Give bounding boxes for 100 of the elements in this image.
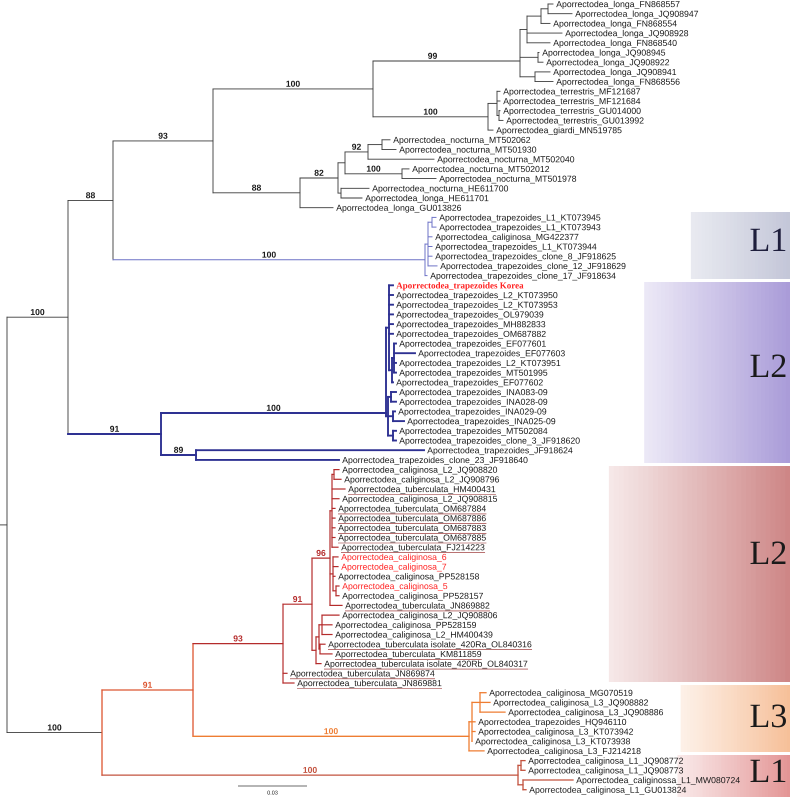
- taxon-label: Aporrectodea_trapezoides Korea: [396, 282, 524, 290]
- taxon-label: Aporrectodea_tuberculata_JN869874: [290, 670, 436, 680]
- taxon-label: Aporrectodea_trapezoides_INA083-09: [399, 388, 548, 397]
- taxon-label: Aporrectodea_longa_FN868556: [556, 78, 680, 86]
- bootstrap-value: 93: [158, 132, 168, 139]
- taxon-label: Aporrectodea_trapezoides_L2_KT073950: [396, 292, 558, 300]
- bootstrap-value: 100: [324, 728, 338, 734]
- taxon-label: Aporrectodea_trapezoides_clone_3_JF918620: [399, 437, 580, 446]
- taxon-label: Aporrectodea_longa_JQ908928: [565, 30, 688, 38]
- taxon-label: Aporrectodea_trapezoides_L1_KT073945: [439, 214, 600, 222]
- taxon-label: Aporrectodea_longa_JQ908922: [546, 59, 670, 68]
- bootstrap-value: 100: [48, 724, 62, 730]
- taxon-label: Aporrectodea_tuberculata_JN869882: [344, 602, 490, 612]
- taxon-label: Aporrectodea_trapezoides_EF077603: [418, 350, 565, 358]
- taxon-label: Aporrectodea_caliginosa_PP528157: [342, 592, 483, 601]
- taxon-label: Aporrectodea_caliginosa_L2_HM400439: [335, 631, 492, 640]
- taxon-label: Aporrectodea_caliginosa_L1_JQ908773: [528, 767, 684, 776]
- taxon-label: Aporrectodea_trapezoides_L1_KT073944: [435, 243, 596, 252]
- bootstrap-value: 91: [293, 596, 302, 602]
- taxon-label: Aporrectodea_trapezoides_MT502084: [399, 428, 548, 436]
- taxon-label: Aporrectodea_trapezoides_MH882833: [396, 320, 546, 329]
- taxon-label: Aporrectodea_caliginosa_L2_JQ908806: [342, 612, 498, 620]
- taxon-label: Aporrectodea_tuberculata_JN869881: [296, 680, 442, 689]
- bootstrap-value: 88: [86, 192, 96, 198]
- taxon-label: Aporrectodea_nocturna_HE611700: [372, 185, 508, 194]
- taxon-label: Aporrectodea_longa_JQ908945: [542, 49, 666, 58]
- bootstrap-value: 93: [234, 635, 242, 642]
- taxon-label: Aporrectodea_terrestris_MF121684: [503, 98, 640, 106]
- taxon-label: Aporrectodea_trapezoides_INA029-09: [398, 408, 546, 416]
- taxon-label: Aporrectodea_tuberculata isolate_420Ra_OL840316: [328, 641, 532, 650]
- clade-label: L1: [750, 228, 786, 251]
- taxon-label: Aporrectodea_nocturna_MT502012: [412, 166, 550, 174]
- taxon-label: Aporrectodea_caliginosa_6: [341, 554, 446, 562]
- taxon-label: Aporrectodea_caliginosa_L2_JQ908820: [342, 466, 498, 474]
- taxon-label: Aporrectodea_caliginosa_L2_JQ908815: [342, 496, 498, 504]
- taxon-label: Aporrectodea_trapezoides_OL979039: [396, 311, 544, 320]
- bootstrap-value: 99: [428, 52, 437, 59]
- taxon-label: Aporrectodea_nocturna_MT502062: [393, 136, 530, 145]
- taxon-label: Aporrectodea_nocturna_MT502040: [437, 156, 574, 164]
- taxon-label: Aporrectodea_caliginosa_5: [342, 582, 448, 591]
- taxon-label: Aporrectodea_nocturna_MT501978: [439, 175, 576, 184]
- taxon-label: Aporrectodea_trapezoides_EF077602: [396, 379, 543, 388]
- taxon-label: Aporrectodea_caliginosa_PP528158: [338, 573, 480, 582]
- taxon-label: Aporrectodea_trapezoides_L2_KT073951: [399, 360, 560, 368]
- bootstrap-value: 82: [314, 170, 324, 176]
- taxon-label: Aporrectodea_caliginosa_L3_KT073942: [478, 728, 633, 736]
- taxon-label: Aporrectodea_nocturna_MT501930: [399, 146, 536, 154]
- bootstrap-value: 91: [110, 426, 120, 432]
- taxon-label: Aporrectodea_trapezoides_L1_KT073943: [439, 224, 600, 232]
- taxon-label: Aporrectodea_terrestris_MF121687: [503, 88, 640, 96]
- taxon-label: Aporrectodea_trapezoides_clone_23_JF918640: [342, 456, 528, 465]
- taxon-label: Aporrectodea_caliginosa_PP528159: [335, 622, 476, 630]
- bootstrap-value: 92: [352, 144, 361, 150]
- taxon-label: Aporrectodea_caliginosa_MG070519: [489, 690, 632, 698]
- taxon-label: Aporrectodea_tuberculata_OM687885: [338, 534, 487, 544]
- taxon-label: Aporrectodea_longa_FN868557: [556, 0, 680, 9]
- bootstrap-value: 91: [143, 682, 152, 688]
- taxon-label: Aporrectodea_terrestris_GU013992: [506, 117, 644, 126]
- taxon-label: Aporrectodea_trapezoides_clone_17_JF918634: [430, 272, 616, 280]
- taxon-label: Aporrectodea_trapezoides_JF918624: [427, 447, 572, 456]
- taxon-label: Aporrectodea_trapezoides_clone_12_JF918629: [440, 262, 626, 271]
- taxon-label: Aporrectodea_terrestris_GU014000: [503, 108, 641, 116]
- taxon-label: Aporrectodea_trapezoides_HQ946110: [478, 718, 626, 727]
- clade-label: L2: [750, 542, 786, 564]
- bootstrap-value: 100: [303, 766, 317, 773]
- taxon-label: Aporrectodea_trapezoides_INA025-09: [407, 418, 556, 426]
- taxon-label: Aporrectodea_longa_HE611701: [365, 194, 488, 203]
- taxon-label: Aporrectodea_caliginosa_7: [341, 563, 446, 572]
- taxon-label: Aporrectodea_caliginosa_L3_FJ214218: [487, 748, 641, 756]
- bootstrap-value: 88: [252, 184, 262, 191]
- taxon-label: Aporrectodea_longa_JQ908947: [575, 10, 698, 19]
- taxon-label: Aporrectodea_longa_JQ908941: [553, 68, 676, 77]
- bootstrap-value: 89: [174, 446, 183, 453]
- taxon-label: Aporrectodea_longa_FN868554: [553, 20, 677, 28]
- bootstrap-value: 100: [366, 166, 380, 172]
- bootstrap-value: 96: [316, 550, 326, 556]
- taxon-label: Aporrectodea_trapezoides_INA028-09: [399, 398, 548, 407]
- taxon-label: Aporrectodea_tuberculata_HM400431: [348, 486, 496, 495]
- taxon-label: Aporrectodea_caliginosa_L1_JQ908772: [528, 757, 683, 766]
- taxon-label: Aporrectodea_caliginosa_L1_GU013824: [529, 786, 686, 795]
- taxon-label: Aporrectodea_trapezoides_clone_8_JF918625: [435, 253, 616, 262]
- taxon-label: Aporrectodea_trapezoides_MT501995: [399, 369, 548, 378]
- bootstrap-value: 100: [266, 404, 280, 411]
- taxon-label: Aporrectodea_longa_GU013826: [336, 204, 462, 213]
- taxon-label: Aporrectodea_tuberculata_OM687886: [338, 514, 487, 524]
- taxon-label: Aporrectodea_tuberculata_FJ214223: [340, 544, 486, 553]
- taxon-label: Aporrectodea_trapezoides_EF077601: [399, 340, 546, 348]
- bootstrap-value: 100: [30, 309, 44, 316]
- clade-label: L3: [750, 704, 786, 728]
- taxon-label: Aporrectodea_trapezoides_OM687882: [396, 330, 546, 339]
- clade-label: L2: [750, 354, 786, 377]
- taxon-label: Aporrectodea_tuberculata_KM811859: [334, 650, 482, 660]
- taxon-label: Aporrectodea_tuberculata_OM687884: [338, 505, 487, 514]
- bootstrap-value: 100: [286, 80, 300, 87]
- taxon-label: Aporrectodea_trapezoides_L2_KT073953: [396, 302, 558, 310]
- taxon-label: Aporrectodea_caliginosa_L2_JQ908796: [344, 476, 500, 484]
- taxon-label: Aporrectodea_tuberculata isolate_420Rb_OL840317: [324, 660, 528, 670]
- taxon-label: Aporrectodea_caliginossa_L1_MW080724: [576, 776, 740, 785]
- clade-label: L1: [750, 760, 786, 782]
- taxon-label: Aporrectodea_caliginosa_L3_JQ908886: [508, 708, 664, 717]
